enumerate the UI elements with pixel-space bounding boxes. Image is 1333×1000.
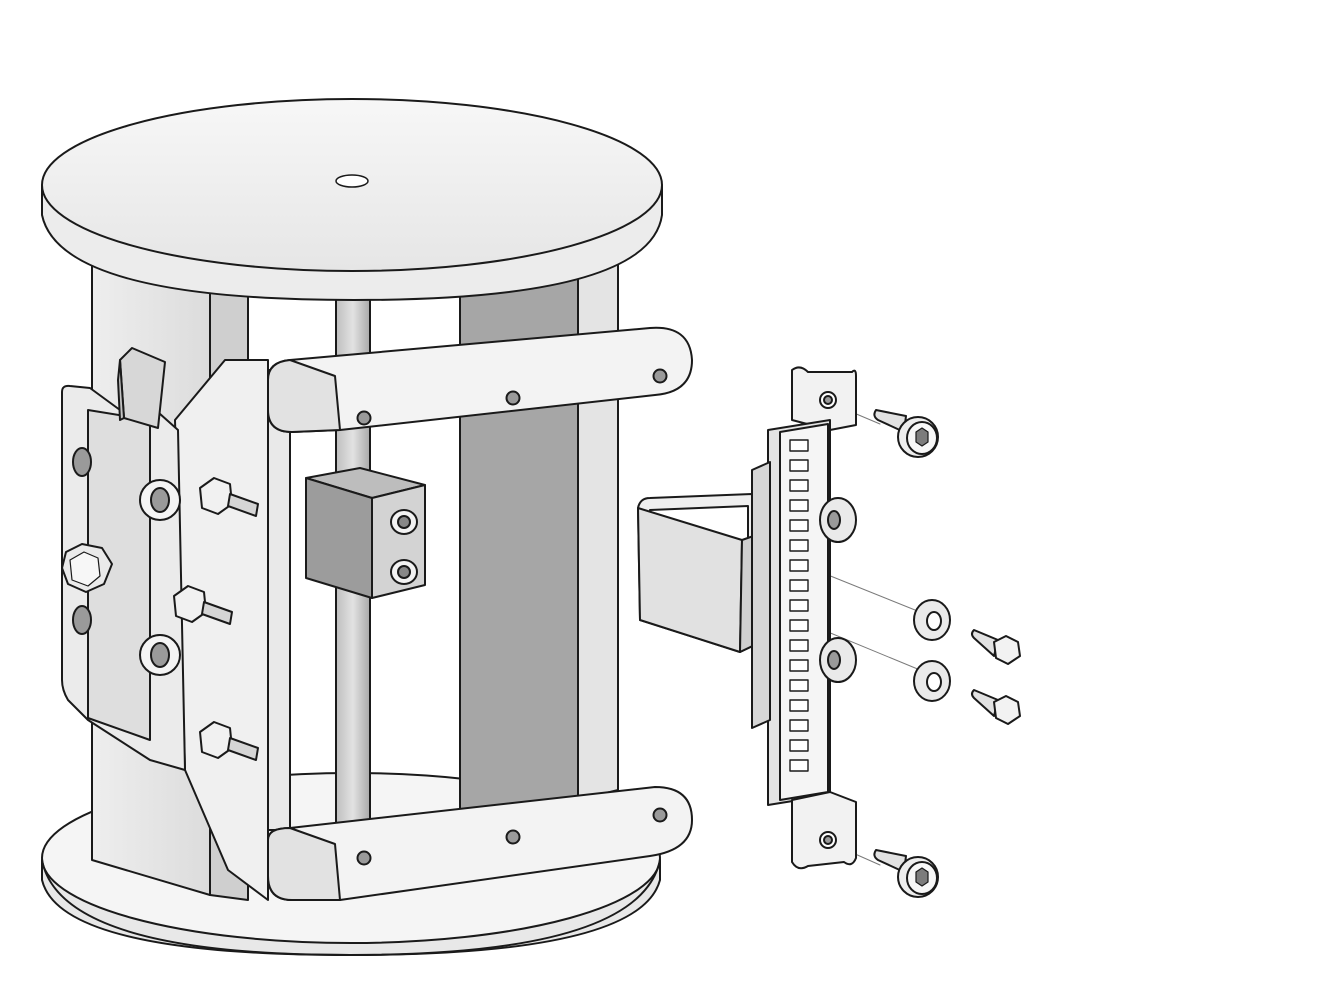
- rail-bracket: [751, 366, 857, 870]
- front-post-right: [267, 369, 291, 831]
- socket-cap-screw: [873, 409, 939, 458]
- socket-cap-screw: [873, 849, 939, 898]
- exploded-parts: [637, 366, 1021, 898]
- lower-arm: [267, 786, 693, 901]
- hinge-bolt: [199, 721, 259, 761]
- upper-arm: [267, 326, 693, 433]
- hinge-hex-nut: [61, 543, 113, 593]
- flat-washer: [913, 599, 951, 641]
- center-hole: [335, 174, 369, 188]
- cylindrical-frame: [41, 98, 693, 956]
- hinge-bolt: [199, 477, 259, 517]
- sliding-block: [305, 467, 426, 599]
- hex-bolt: [971, 689, 1021, 725]
- hex-bolt: [971, 629, 1021, 665]
- flat-washer: [913, 660, 951, 702]
- hinge-bolt: [173, 585, 233, 625]
- hinge-bracket: [61, 347, 269, 901]
- clip-mount: [637, 493, 766, 653]
- top-disc: [41, 98, 663, 301]
- rail-slot-column: [789, 439, 809, 772]
